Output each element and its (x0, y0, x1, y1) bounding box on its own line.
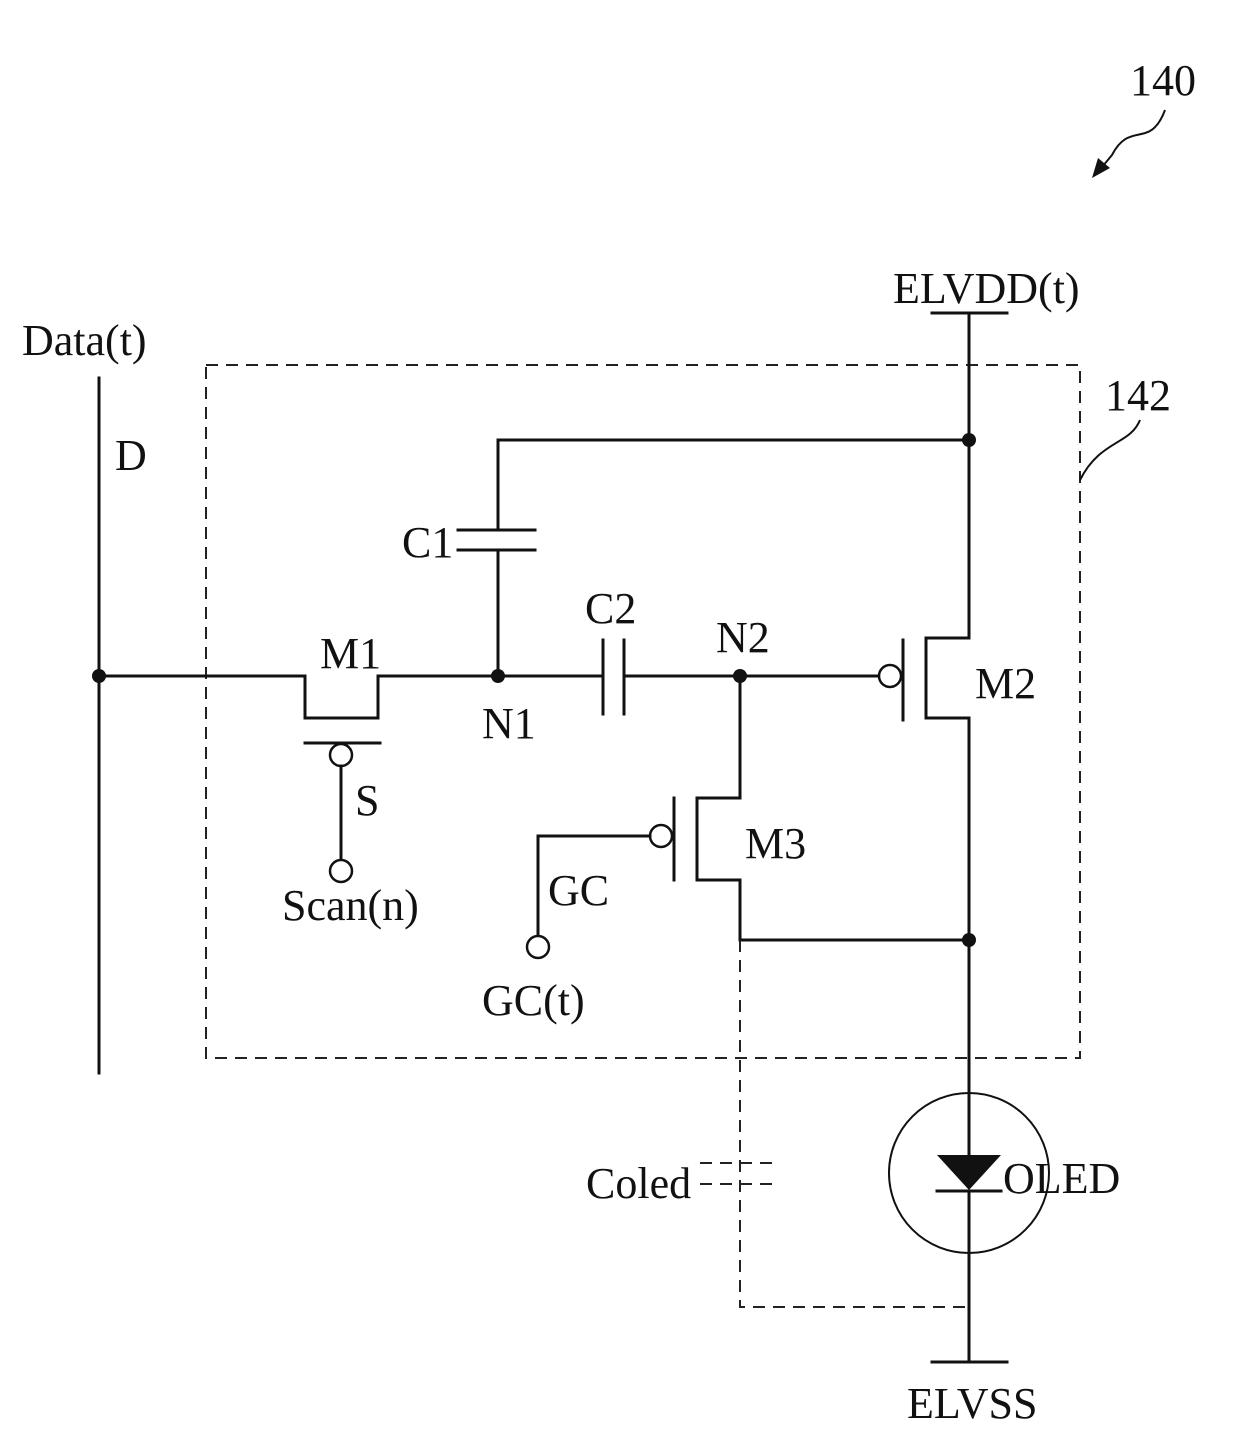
block-ref-leader (1080, 420, 1140, 480)
m2-channel (926, 638, 969, 718)
m3-gate-bubble (650, 825, 672, 847)
m3-channel (697, 798, 969, 940)
m2-gate-bubble (879, 665, 901, 687)
data-line-label: Data(t) (22, 316, 147, 365)
data-node-label: D (115, 431, 147, 480)
gc-terminal (527, 936, 549, 958)
wire-data-to-m1 (99, 676, 498, 718)
m1-label: M1 (320, 629, 381, 678)
elvss-label: ELVSS (907, 1379, 1037, 1428)
n1-label: N1 (482, 699, 536, 748)
elvdd-node-dot (962, 433, 976, 447)
m2-label: M2 (975, 659, 1036, 708)
gc-input-label: GC(t) (482, 976, 585, 1025)
coled-label: Coled (586, 1159, 691, 1208)
scan-label: Scan(n) (282, 881, 419, 930)
pixel-block-boundary (206, 365, 1080, 1058)
n2-label: N2 (716, 613, 770, 662)
m1-gate-bubble (330, 744, 352, 766)
s-label: S (355, 776, 379, 825)
coled-dashed-loop (740, 940, 969, 1307)
c1-upper-wire (498, 440, 969, 530)
oled-diode-triangle (937, 1155, 1001, 1190)
figure-ref-number: 140 (1130, 56, 1196, 105)
c1-label: C1 (402, 518, 453, 567)
ref-leader-arrow (1098, 110, 1165, 172)
m3-label: M3 (745, 819, 806, 868)
m3-output-node-dot (962, 933, 976, 947)
c2-label: C2 (585, 584, 636, 633)
block-ref-number: 142 (1105, 371, 1171, 420)
scan-terminal (330, 860, 352, 882)
elvdd-label: ELVDD(t) (893, 264, 1080, 313)
gc-label: GC (548, 866, 609, 915)
oled-label: OLED (1003, 1154, 1120, 1203)
